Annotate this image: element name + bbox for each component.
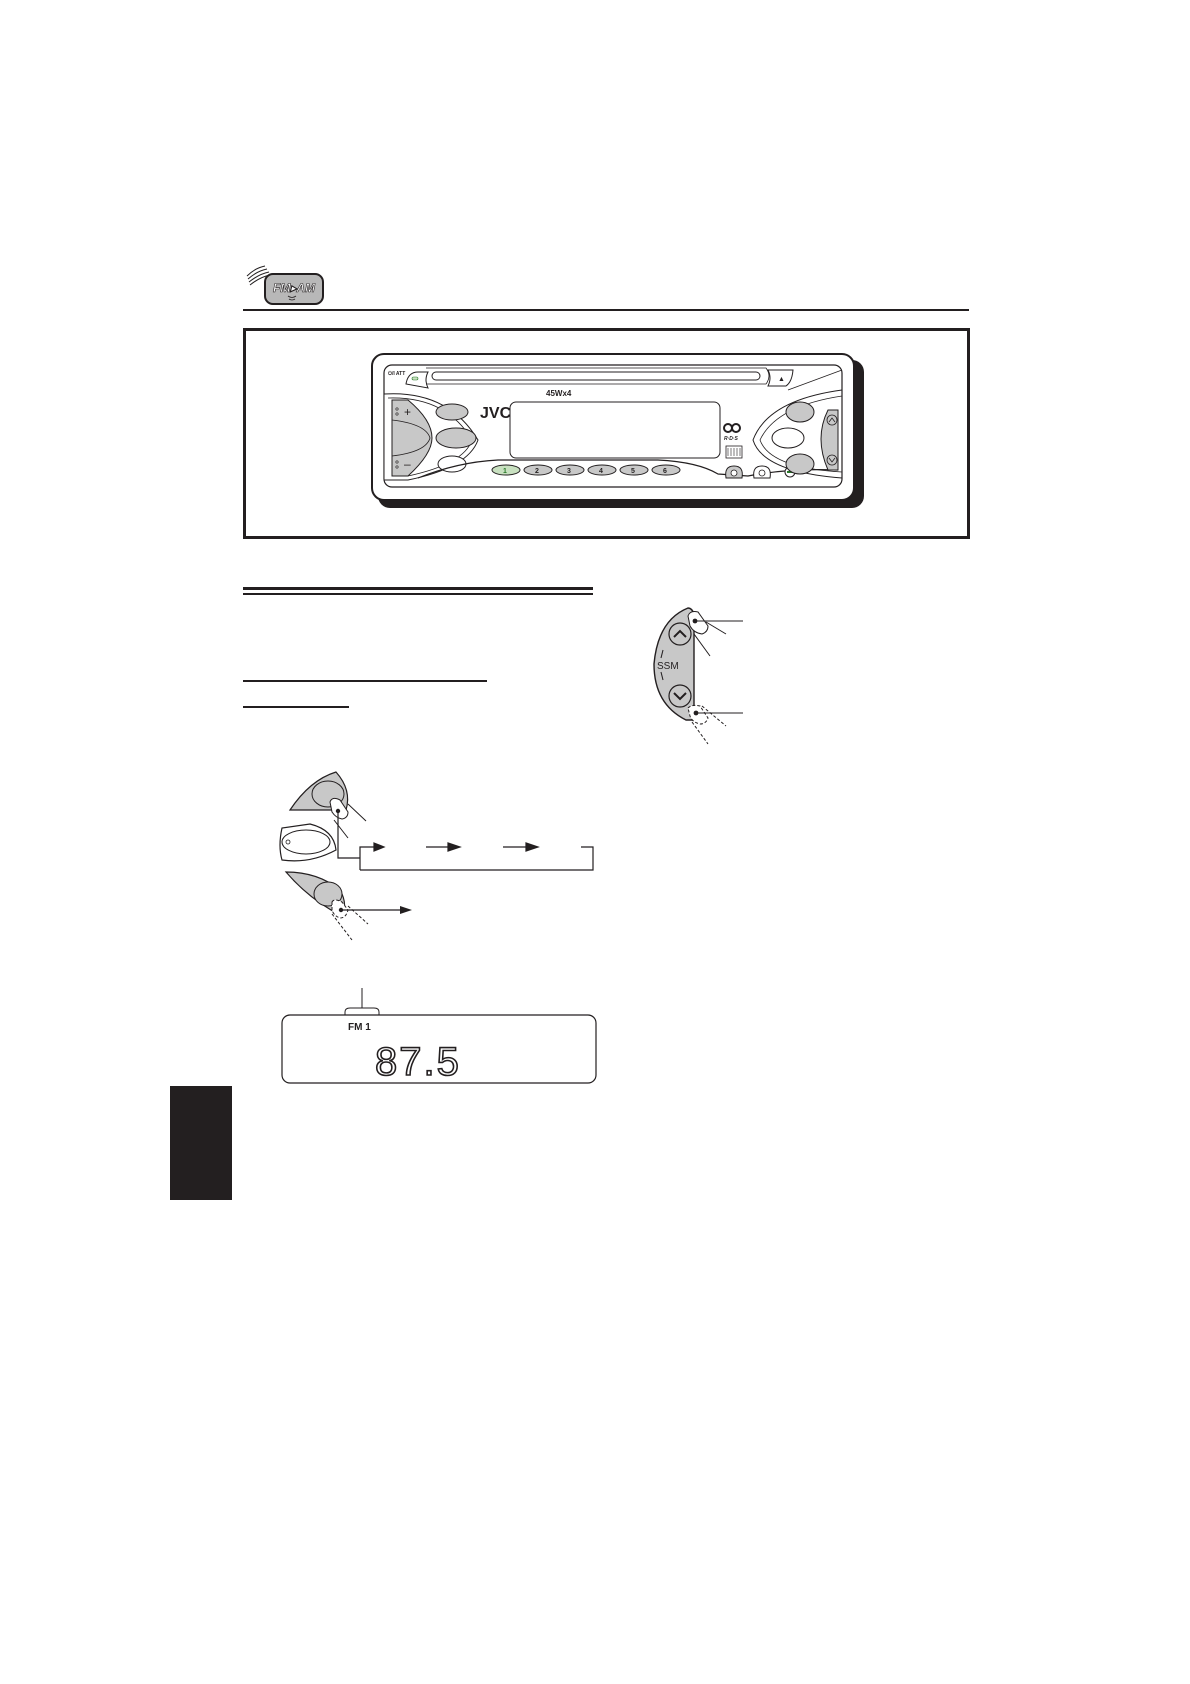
volume-rocker[interactable]: + – [391,399,433,477]
svg-text:+: + [404,405,411,419]
car-stereo-faceplate: ⏻/I ATT ▲ + – JVC 45Wx4 [368,350,868,510]
preset-button-4[interactable]: 4 [587,464,617,476]
svg-text:4: 4 [599,468,603,475]
tune-seek-rocker[interactable] [820,409,839,471]
svg-text:2: 2 [535,468,539,475]
band-selection-diagram [270,760,610,960]
header-rule [243,309,969,311]
chevron-up-icon [668,622,692,646]
display-window [509,401,721,459]
svg-text:–: – [404,457,411,471]
section-heading-rule-thick [243,587,593,590]
subheading-underline-1 [243,680,487,682]
finger-press-icon [687,611,743,657]
rds-logo: R·D·S [723,423,741,442]
att-label: ⏻/I ATT [388,371,405,377]
finger-hold-icon [687,704,743,745]
preset-button-3[interactable]: 3 [555,464,585,476]
svg-text:▲: ▲ [778,376,785,383]
lcd-display-illustration: FM 1 87.5 [280,988,598,1085]
brand-logo: JVC [480,405,512,422]
finger-press-icon [329,797,367,839]
preset-button-2[interactable]: 2 [523,464,553,476]
svg-text:3: 3 [567,468,571,475]
svg-text:6: 6 [663,468,667,475]
finger-hold-icon [331,899,412,941]
chevron-down-icon [668,684,692,708]
frequency-readout: 87.5 [375,1040,461,1084]
right-mid-button[interactable] [771,427,805,449]
svg-text:5: 5 [631,468,635,475]
ssm-label: SSM [657,661,679,672]
fm-am-section-icon: FM▸AM [245,264,325,306]
compact-disc-logo [725,445,743,459]
svg-text:R·D·S: R·D·S [724,436,739,442]
right-bottom-button[interactable] [785,453,815,475]
right-top-button[interactable] [785,401,815,423]
section-heading-rule-thin [243,593,593,595]
fm-am-button[interactable] [435,403,469,421]
power-button[interactable] [405,371,429,389]
preset-buttons: 1 2 3 4 5 6 [491,464,681,476]
eject-button[interactable]: ▲ [767,369,794,387]
device-illustration-frame [243,328,970,539]
ssm-diagram: SSM [640,600,790,760]
fm-am-label: FM▸AM [273,281,316,295]
svg-text:1: 1 [503,468,507,475]
subheading-underline-2 [243,706,349,708]
band-indicator: FM 1 [348,1022,371,1033]
preset-button-6[interactable]: 6 [651,464,681,476]
preset-button-1[interactable]: 1 [491,464,521,476]
language-side-tab [170,1086,232,1200]
band-cycle-arrows [337,811,594,871]
power-rating: 45Wx4 [546,389,572,398]
preset-button-5[interactable]: 5 [619,464,649,476]
source-button[interactable] [435,427,477,449]
